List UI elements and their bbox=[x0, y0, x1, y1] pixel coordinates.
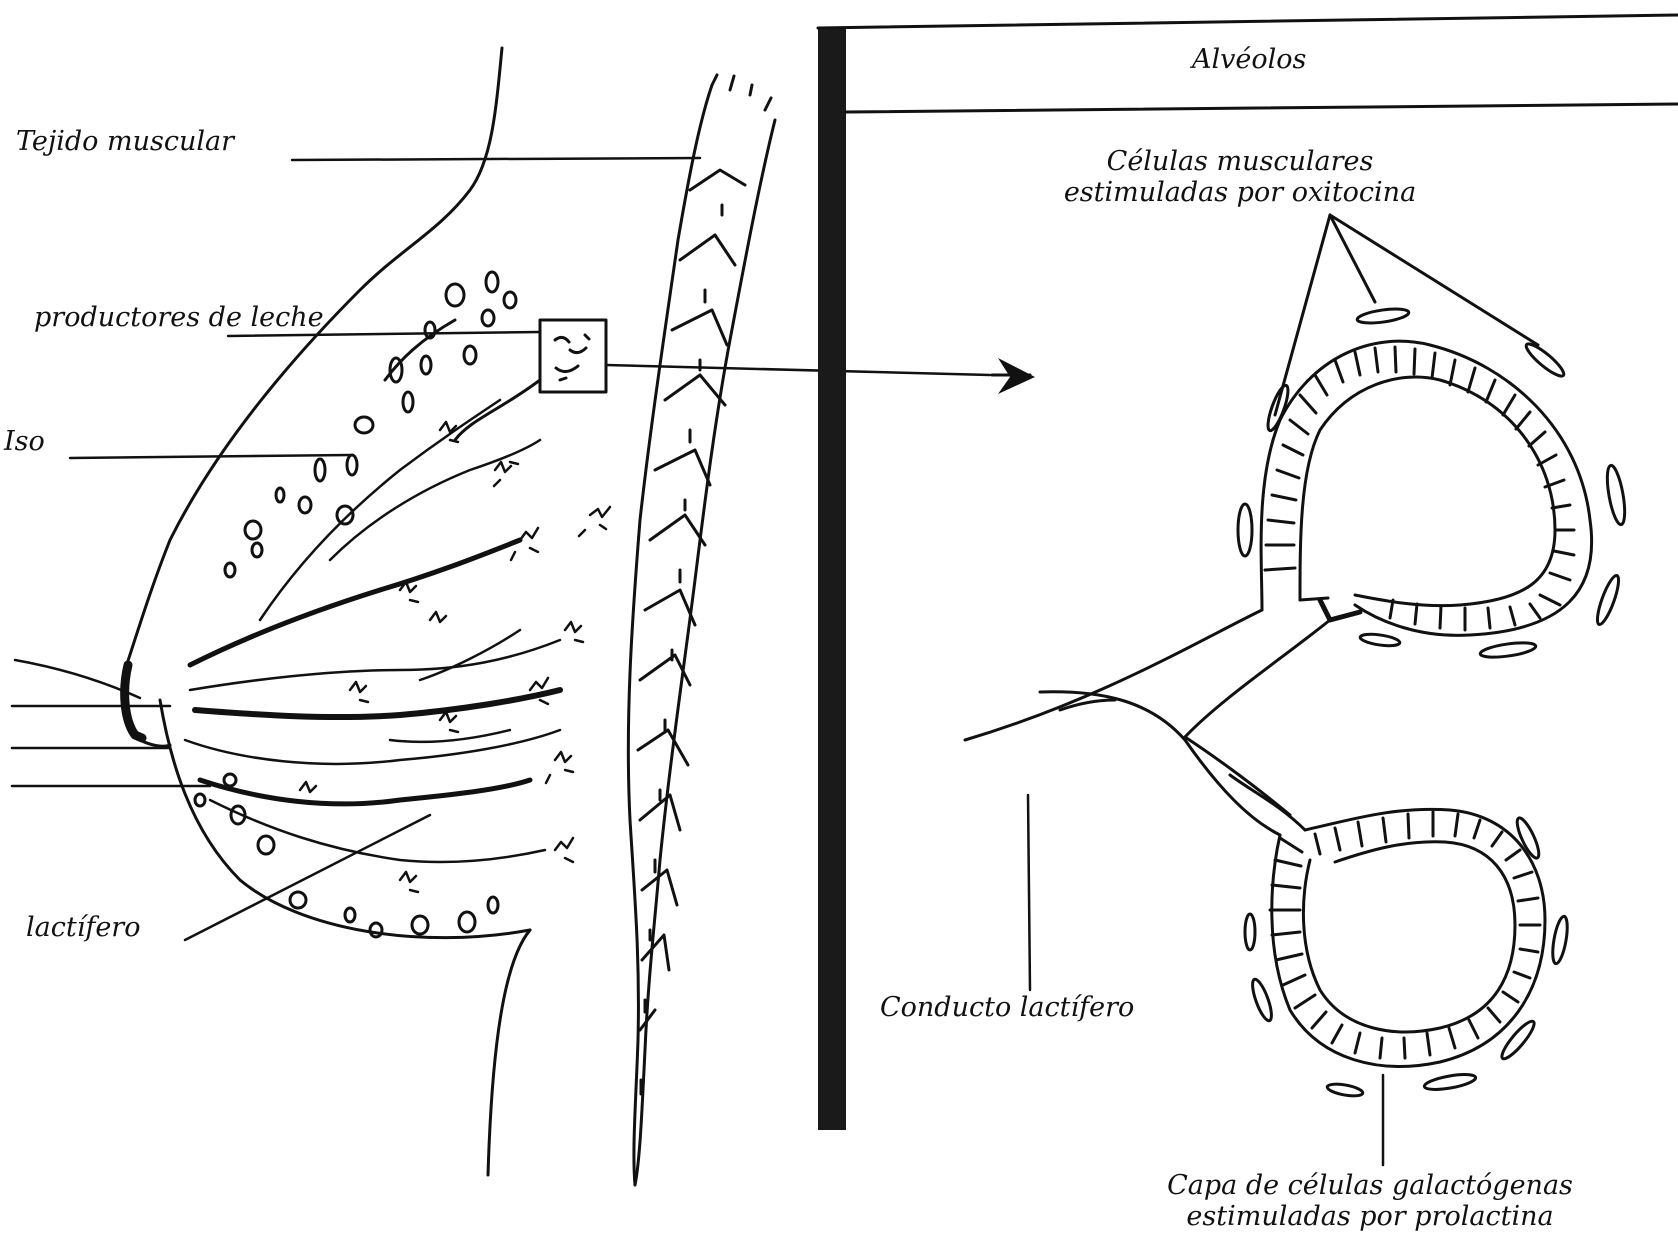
label-conducto-lactifero: Conducto lactífero bbox=[880, 992, 1134, 1023]
label-celulas-musculares: Células musculares estimuladas por oxito… bbox=[1030, 146, 1450, 208]
label-celulas-musculares-line2: estimuladas por oxitocina bbox=[1030, 177, 1450, 208]
lower-alveolus bbox=[1040, 692, 1570, 1098]
label-capa-celulas: Capa de células galactógenas estimuladas… bbox=[1120, 1170, 1620, 1232]
upper-alveolus bbox=[965, 215, 1628, 740]
label-productores-leche: productores de leche bbox=[34, 302, 324, 333]
fat-lobules bbox=[195, 272, 516, 937]
left-leader-lines bbox=[12, 158, 700, 940]
right-leader-lines bbox=[1028, 795, 1383, 1165]
label-alveolos: Alvéolos bbox=[1192, 44, 1306, 75]
label-celulas-musculares-line1: Células musculares bbox=[1030, 146, 1450, 177]
connecting-duct bbox=[1060, 620, 1330, 815]
label-capa-celulas-line1: Capa de células galactógenas bbox=[1120, 1170, 1620, 1201]
muscle-tissue-band bbox=[628, 75, 775, 1185]
zoom-box bbox=[540, 320, 1035, 394]
label-tejido-muscular: Tejido muscular bbox=[16, 126, 234, 157]
label-graso-fragment: Iso bbox=[4, 426, 45, 457]
breast-outline bbox=[125, 48, 540, 1175]
label-capa-celulas-line2: estimuladas por prolactina bbox=[1120, 1201, 1620, 1232]
milk-gland-clusters bbox=[300, 422, 610, 892]
nipple bbox=[15, 660, 170, 746]
label-lactifero-left: lactífero bbox=[26, 912, 140, 943]
